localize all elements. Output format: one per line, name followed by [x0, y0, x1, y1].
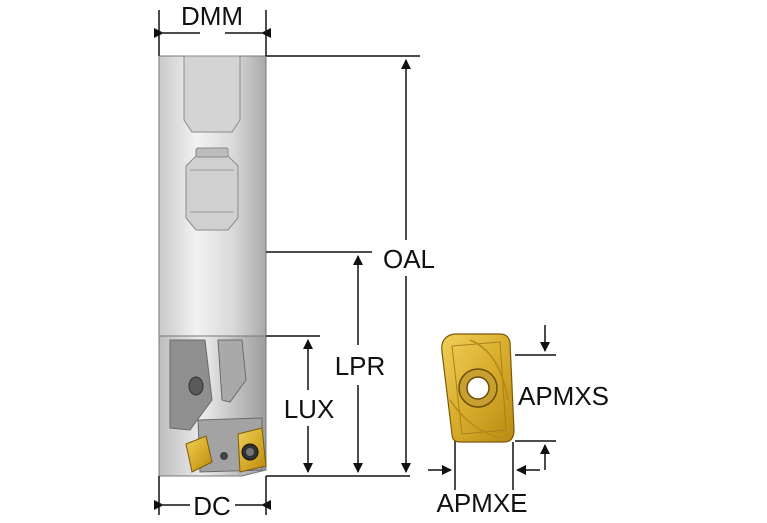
shank-flat: [183, 55, 241, 133]
insert-chipbreaker-2: [449, 399, 501, 439]
flute-2: [217, 339, 247, 403]
label-oal: OAL: [383, 244, 435, 274]
label-apmxs: APMXS: [518, 381, 609, 411]
insert-hole: [466, 376, 490, 400]
shank-flat-lower: [185, 155, 239, 231]
label-lpr: LPR: [335, 351, 386, 381]
coolant-hole: [188, 376, 204, 396]
label-dc: DC: [193, 491, 231, 521]
cutting-insert: [441, 333, 515, 443]
dimension-labels: DMM OAL LPR LUX DC APMXS APMXE: [181, 1, 609, 521]
dimension-lines: [154, 10, 556, 515]
end-mill-tool: [158, 55, 267, 477]
label-dmm: DMM: [181, 1, 243, 31]
tool-insert-left: [185, 435, 213, 473]
insert-screw-head: [246, 448, 254, 456]
insert-screw-small: [220, 452, 228, 460]
insert-chipbreaker: [469, 339, 509, 401]
insert-facet: [451, 341, 507, 435]
label-lux: LUX: [284, 394, 335, 424]
label-apmxe: APMXE: [436, 488, 527, 518]
shank-flat-groove: [195, 147, 229, 158]
